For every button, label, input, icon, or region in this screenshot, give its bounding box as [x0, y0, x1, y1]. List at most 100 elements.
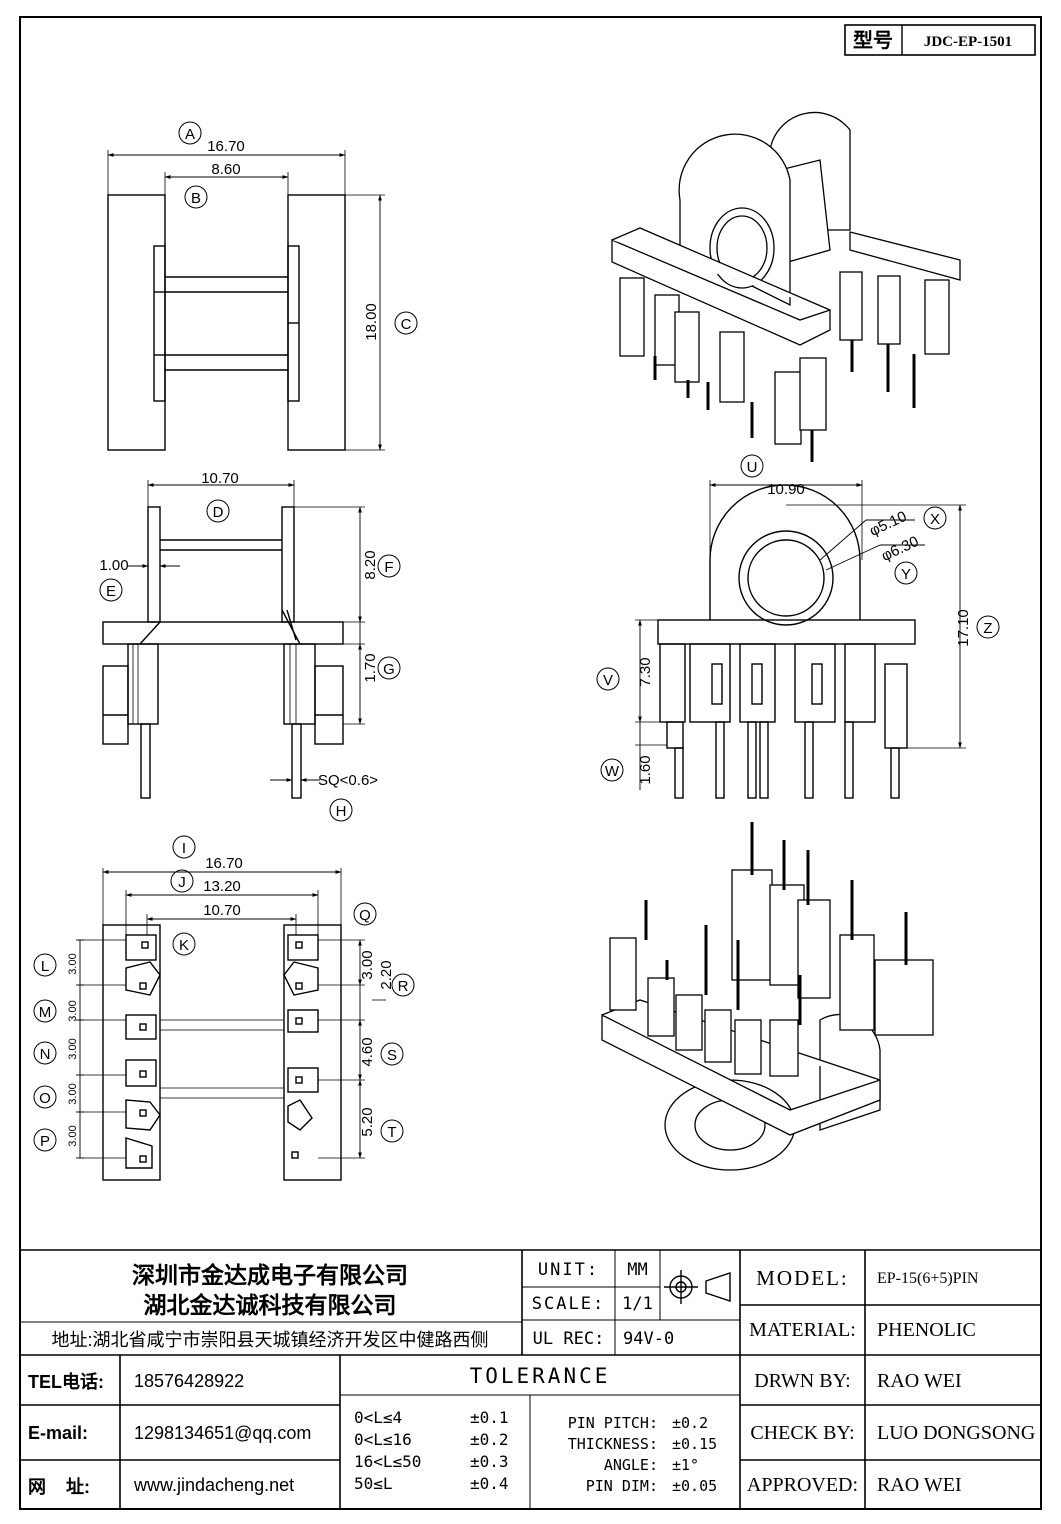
dim-h-letter: H	[336, 803, 347, 820]
website-value[interactable]: www.jindacheng.net	[134, 1475, 295, 1495]
thickness-label: THICKNESS:	[567, 1434, 658, 1453]
website-label: 网 址:	[28, 1476, 90, 1497]
dim-n-value: 3.00	[67, 1038, 79, 1059]
approved-value: RAO WEI	[877, 1474, 962, 1496]
dim-d-value: 10.70	[201, 470, 239, 487]
scale-label: SCALE:	[531, 1293, 606, 1314]
scale-value: 1/1	[622, 1293, 653, 1314]
dim-i-letter: I	[182, 840, 186, 857]
dim-u-letter: U	[747, 459, 758, 476]
tolerance-range-4: 50≤L	[354, 1473, 393, 1493]
top-view-labels: 16.70 8.60 18.00 A B C	[178, 121, 418, 341]
dim-p-value: 3.00	[67, 1125, 79, 1146]
dim-z-value: 17.10	[955, 609, 972, 647]
tolerance-range-3: 16<L≤50	[354, 1451, 422, 1471]
dim-q-letter: Q	[359, 907, 371, 924]
pin-pitch-value: ±0.2	[672, 1413, 709, 1432]
dim-e-letter: E	[106, 583, 116, 600]
dim-y-letter: Y	[901, 566, 911, 583]
drawn-by-value: RAO WEI	[877, 1369, 962, 1392]
thickness-value: ±0.15	[672, 1434, 718, 1453]
angle-value: ±1°	[672, 1455, 700, 1474]
tolerance-range-2: 0<L≤16	[354, 1429, 412, 1449]
dim-u-value: 10.90	[767, 481, 805, 498]
pin-dim-label: PIN DIM:	[585, 1476, 658, 1495]
dim-l-value: 3.00	[67, 953, 79, 974]
dim-j-value: 13.20	[203, 878, 241, 895]
pin-pitch-label: PIN PITCH:	[567, 1413, 658, 1432]
dim-x-letter: X	[930, 511, 940, 528]
projection-symbol-icon	[664, 1270, 731, 1304]
tolerance-value-2: ±0.2	[470, 1429, 509, 1449]
top-view	[107, 150, 385, 451]
dim-p-letter: P	[40, 1133, 50, 1150]
dim-b-letter: B	[191, 190, 201, 207]
dim-m-letter: M	[39, 1004, 52, 1021]
dim-i-value: 16.70	[205, 855, 243, 872]
dim-y-value: φ6.30	[879, 533, 921, 565]
front-view	[635, 480, 966, 799]
dim-f-value: 8.20	[362, 550, 379, 579]
dim-f-letter: F	[384, 559, 393, 576]
dim-g-letter: G	[383, 661, 395, 678]
unit-value: MM	[627, 1259, 648, 1280]
model-tag-value: JDC-EP-1501	[924, 34, 1012, 50]
dim-b-value: 8.60	[211, 161, 240, 178]
side-view	[102, 480, 365, 799]
dim-n-letter: N	[40, 1046, 51, 1063]
isometric-view-top	[611, 111, 961, 462]
tolerance-title: TOLERANCE	[469, 1364, 611, 1388]
dim-d-letter: D	[213, 504, 224, 521]
footer-grid	[20, 1249, 1041, 1509]
company-address: 地址:湖北省咸宁市崇阳县天城镇经济开发区中健路西侧	[51, 1330, 489, 1350]
email-value[interactable]: 1298134651@qq.com	[134, 1423, 312, 1443]
dim-w-value: 1.60	[637, 755, 654, 784]
model-value: EP-15(6+5)PIN	[877, 1269, 979, 1287]
email-label: E-mail:	[28, 1423, 89, 1443]
dim-e-value: 1.00	[99, 557, 128, 574]
tolerance-range-1: 0<L≤4	[354, 1407, 403, 1427]
dim-z-letter: Z	[983, 620, 992, 637]
dim-t-letter: T	[387, 1124, 396, 1141]
model-label: MODEL:	[756, 1266, 849, 1290]
dim-k-letter: K	[179, 937, 189, 954]
dim-right-pitch: 3.00	[359, 950, 376, 979]
bottom-view	[76, 868, 386, 1181]
bottom-view-labels: 16.70 I 13.20 J 10.70 K Q 3.00 2.20 R 4.…	[33, 835, 415, 1152]
dim-a-letter: A	[185, 126, 195, 143]
dim-s-value: 4.60	[359, 1037, 376, 1066]
dim-o-letter: O	[39, 1090, 51, 1107]
company-name-2: 湖北金达诚科技有限公司	[143, 1292, 397, 1318]
dim-t-value: 5.20	[359, 1107, 376, 1136]
material-label: MATERIAL:	[749, 1318, 856, 1341]
dim-v-letter: V	[603, 672, 613, 689]
material-value: PHENOLIC	[877, 1318, 976, 1341]
dim-r-value: 2.20	[378, 960, 395, 989]
drawn-by-label: DRWN BY:	[754, 1369, 851, 1392]
tel-value: 18576428922	[134, 1370, 245, 1391]
check-by-label: CHECK BY:	[750, 1422, 855, 1444]
side-view-labels: 10.70 D 1.00 E 8.20 F 1.70 G SQ<0.6> H	[99, 470, 401, 822]
approved-label: APPROVED:	[746, 1474, 859, 1496]
unit-label: UNIT:	[537, 1259, 600, 1280]
dim-w-letter: W	[605, 763, 620, 780]
dim-a-value: 16.70	[207, 138, 245, 155]
title-block: 型号 JDC-EP-1501	[844, 24, 1036, 56]
check-by-value: LUO DONGSONG	[877, 1422, 1036, 1444]
dim-r-letter: R	[398, 978, 409, 995]
dim-s-letter: S	[387, 1047, 397, 1064]
dim-h-value: SQ<0.6>	[318, 772, 378, 789]
tolerance-value-4: ±0.4	[470, 1473, 509, 1493]
tel-label: TEL电话:	[28, 1372, 104, 1392]
dim-l-letter: L	[41, 958, 49, 975]
dim-k-value: 10.70	[203, 902, 241, 919]
ul-rec-value: 94V-0	[623, 1328, 675, 1349]
dim-m-value: 3.00	[67, 1000, 79, 1021]
dim-j-letter: J	[178, 874, 186, 891]
tolerance-value-3: ±0.3	[470, 1451, 509, 1471]
dim-x-value: φ5.10	[867, 508, 909, 540]
dim-o-value: 3.00	[67, 1083, 79, 1104]
dim-c-value: 18.00	[363, 303, 380, 341]
dim-c-letter: C	[401, 316, 412, 333]
